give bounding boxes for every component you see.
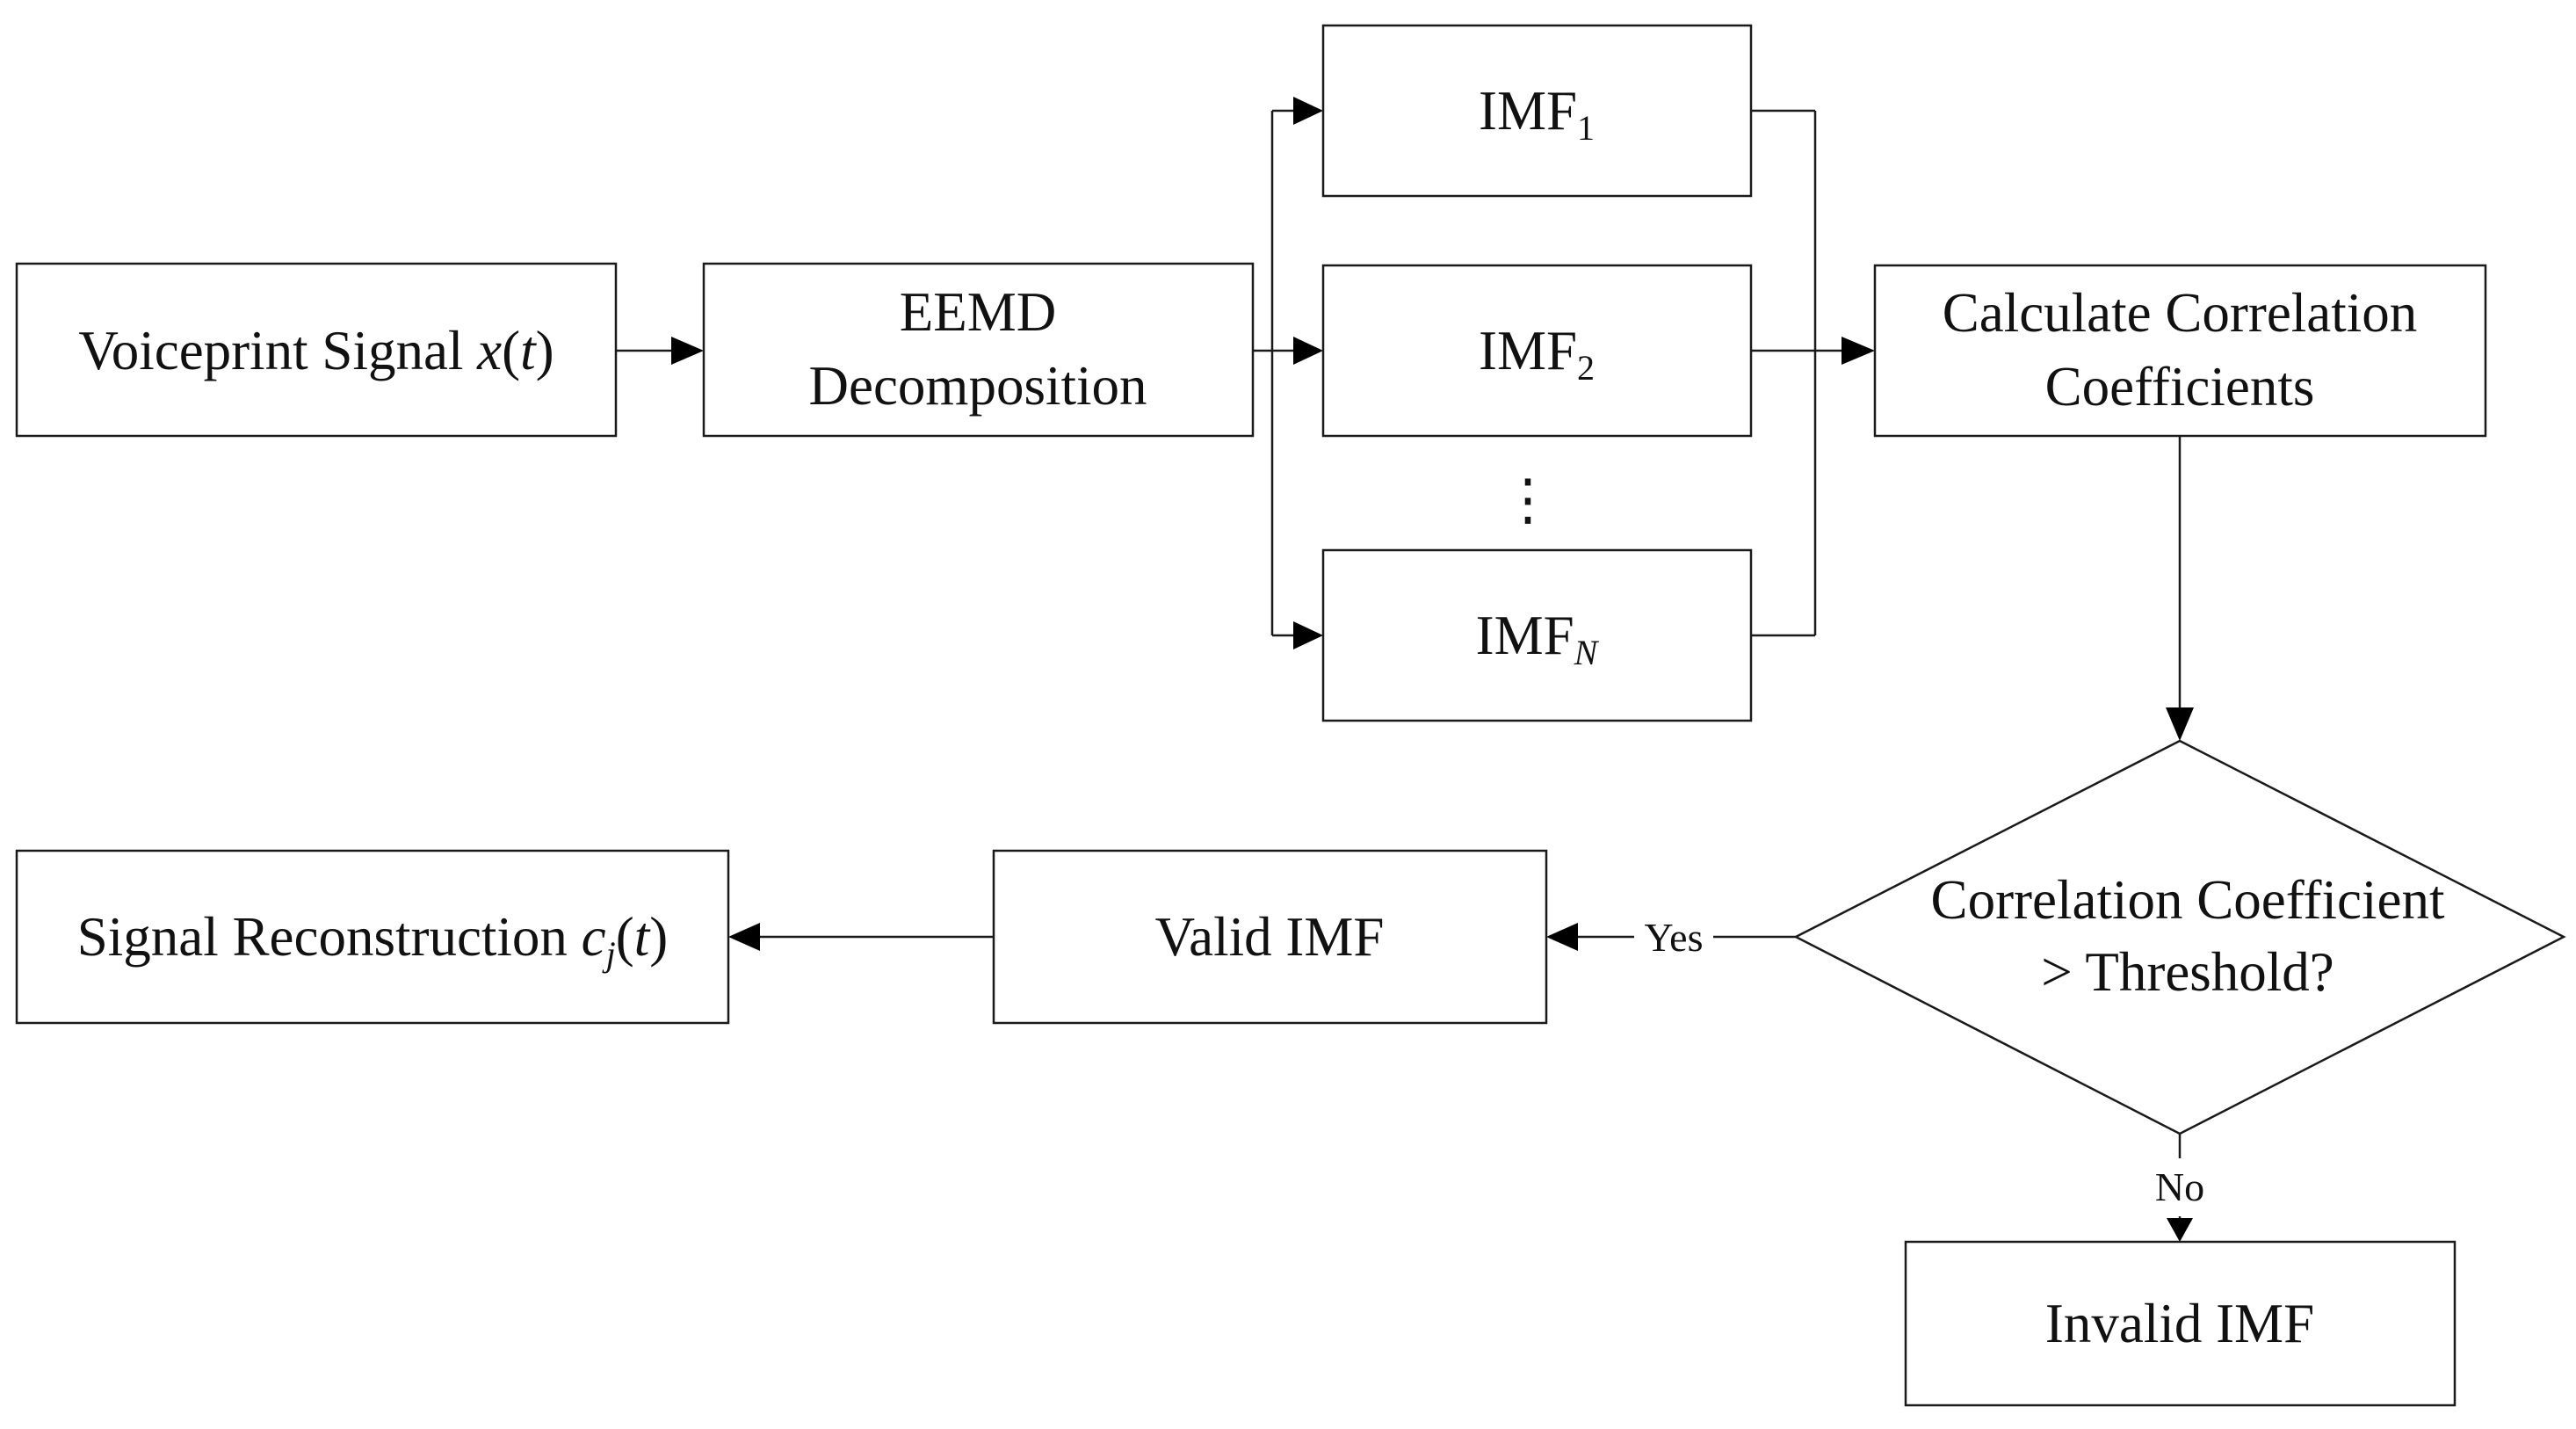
arrowhead-output bbox=[728, 923, 760, 951]
node-imf2: IMF2 bbox=[1321, 264, 1753, 438]
arrowhead-imf1 bbox=[1293, 97, 1323, 125]
node-calc-line1: Calculate Correlation bbox=[1943, 282, 2418, 344]
edge-label-yes-text: Yes bbox=[1645, 915, 1704, 960]
edge-label-yes: Yes bbox=[1645, 915, 1704, 960]
arrowhead-eemd bbox=[671, 337, 704, 365]
arrowhead-imf2 bbox=[1293, 337, 1323, 365]
node-imfn-box bbox=[1321, 548, 1753, 722]
node-output: Signal Reconstruction cj(t) bbox=[15, 849, 730, 1025]
arrowhead-calc bbox=[1842, 337, 1875, 365]
node-imf2-label: IMF2 bbox=[1479, 320, 1595, 388]
imf-ellipsis: ⋮ bbox=[1501, 469, 1556, 531]
node-imf1-box bbox=[1321, 24, 1753, 198]
node-input-label: Voiceprint Signal x(t) bbox=[78, 320, 554, 381]
imf-ellipsis-glyph: ⋮ bbox=[1501, 469, 1556, 531]
node-imfn: IMFN bbox=[1321, 548, 1753, 722]
arrowhead-decision bbox=[2166, 707, 2194, 741]
node-calc-line2: Coefficients bbox=[2045, 356, 2315, 417]
node-decision-line1: Correlation Coefficient bbox=[1931, 869, 2445, 931]
node-invalid: Invalid IMF bbox=[1904, 1240, 2457, 1407]
node-valid-box bbox=[992, 849, 1548, 1025]
node-eemd-line2: Decomposition bbox=[809, 355, 1147, 417]
node-decision-line2: > Threshold? bbox=[2041, 941, 2334, 1003]
node-calc: Calculate Correlation Coefficients bbox=[1873, 264, 2487, 438]
node-invalid-box bbox=[1904, 1240, 2457, 1407]
node-input: Voiceprint Signal x(t) bbox=[15, 262, 618, 438]
edge-label-no-text: No bbox=[2155, 1164, 2204, 1209]
node-eemd-box bbox=[702, 262, 1255, 438]
arrowhead-valid bbox=[1546, 923, 1578, 951]
arrowhead-invalid bbox=[2167, 1218, 2193, 1242]
node-eemd-line1: EEMD bbox=[900, 281, 1056, 343]
node-valid: Valid IMF bbox=[992, 849, 1548, 1025]
node-decision: Correlation Coefficient > Threshold? bbox=[1793, 739, 2566, 1135]
node-calc-box bbox=[1873, 264, 2487, 438]
node-output-label: Signal Reconstruction cj(t) bbox=[77, 906, 669, 974]
node-invalid-label: Invalid IMF bbox=[2045, 1293, 2314, 1354]
node-imf1: IMF1 bbox=[1321, 24, 1753, 198]
node-valid-label: Valid IMF bbox=[1155, 906, 1385, 968]
node-eemd: EEMD Decomposition bbox=[702, 262, 1255, 438]
node-input-box bbox=[15, 262, 618, 438]
edge-label-no: No bbox=[2155, 1164, 2204, 1209]
node-imf2-box bbox=[1321, 264, 1753, 438]
node-decision-diamond bbox=[1793, 739, 2566, 1135]
connectors bbox=[616, 97, 2194, 1242]
node-imfn-label: IMFN bbox=[1476, 605, 1600, 672]
node-imf1-label: IMF1 bbox=[1479, 80, 1595, 148]
arrowhead-imfn bbox=[1293, 621, 1323, 649]
node-output-box bbox=[15, 849, 730, 1025]
